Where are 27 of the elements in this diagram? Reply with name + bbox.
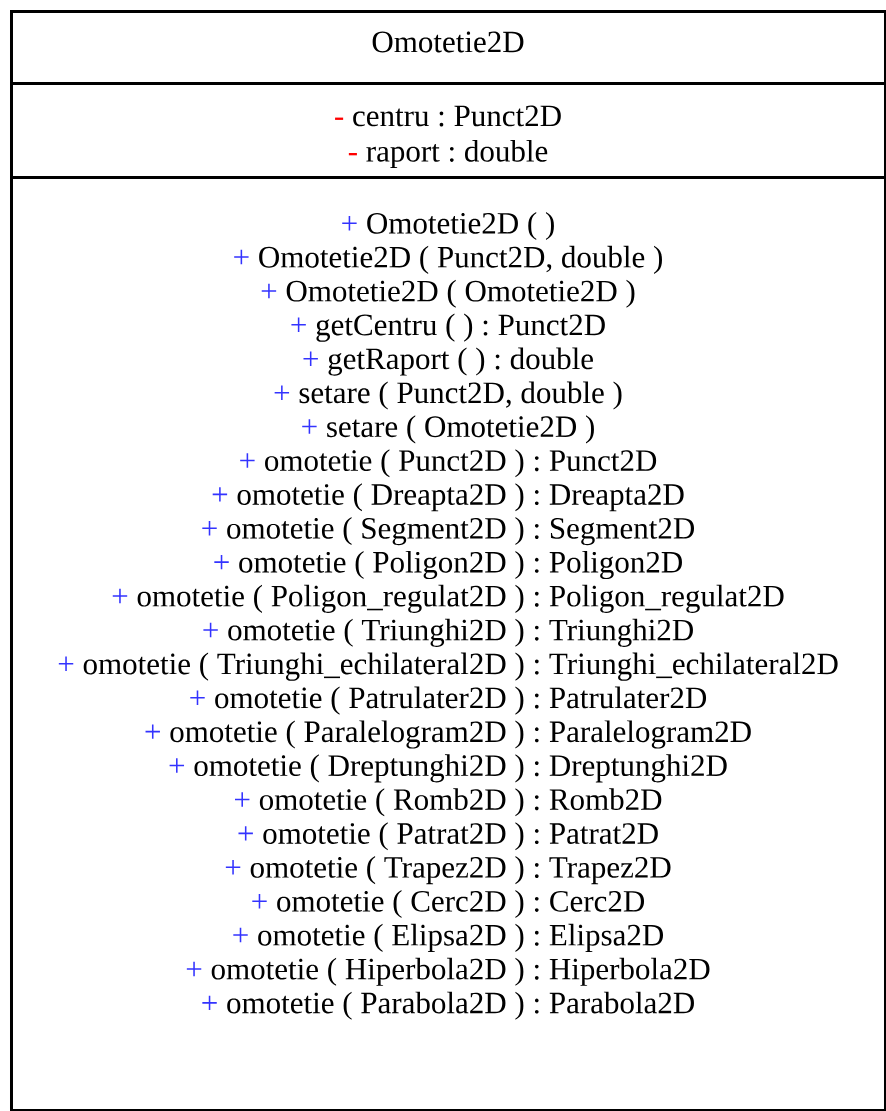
member-text: + omotetie ( Dreapta2D ) : Dreapta2D: [212, 483, 684, 512]
member-text: + omotetie ( Trapez2D ) : Trapez2D: [225, 856, 671, 885]
member-text: + getCentru ( ) : Punct2D: [291, 313, 605, 342]
member-text: + omotetie ( Patrulater2D ) : Patrulater2D: [190, 686, 707, 715]
member-text: + getRaport ( ) : double: [303, 347, 593, 376]
attributes-compartment: [10, 82, 886, 179]
member-text: + omotetie ( Paralelogram2D ) : Paralelogram2D: [145, 720, 751, 749]
member-text: + setare ( Omotetie2D ): [302, 415, 594, 444]
member-text: + omotetie ( Patrat2D ) : Patrat2D: [238, 822, 658, 851]
member-text: - centru : Punct2D: [335, 105, 561, 127]
member-text: + omotetie ( Segment2D ) : Segment2D: [202, 517, 694, 546]
member-text: + omotetie ( Hiperbola2D ) : Hiperbola2D: [186, 957, 710, 986]
member-text: + Omotetie2D ( Punct2D, double ): [234, 245, 662, 274]
member-text: + omotetie ( Poligon2D ) : Poligon2D: [214, 550, 682, 580]
member-text: - raport : double: [348, 139, 548, 169]
member-text: + Omotetie2D ( ): [342, 211, 554, 241]
member-text: + setare ( Punct2D, double ): [274, 381, 622, 410]
member-text: + Omotetie2D ( Omotetie2D ): [261, 279, 635, 308]
member-text: + omotetie ( Dreptunghi2D ) : Dreptunghi2D: [169, 754, 727, 783]
member-text: + omotetie ( Triunghi2D ) : Triunghi2D: [203, 618, 693, 647]
member-text: + omotetie ( Poligon_regulat2D ) : Poligon_regulat2D: [112, 584, 784, 613]
member-text: + omotetie ( Triunghi_echilateral2D ) : Triunghi_echilateral2D: [58, 652, 838, 681]
member-text: + omotetie ( Romb2D ) : Romb2D: [235, 788, 662, 817]
member-text: + omotetie ( Elipsa2D ) : Elipsa2D: [233, 923, 663, 952]
member-text: + omotetie ( Punct2D ) : Punct2D: [240, 449, 657, 478]
member-text: + omotetie ( Cerc2D ) : Cerc2D: [252, 889, 645, 919]
member-text: + omotetie ( Parabola2D ) : Parabola2D: [202, 991, 694, 1020]
